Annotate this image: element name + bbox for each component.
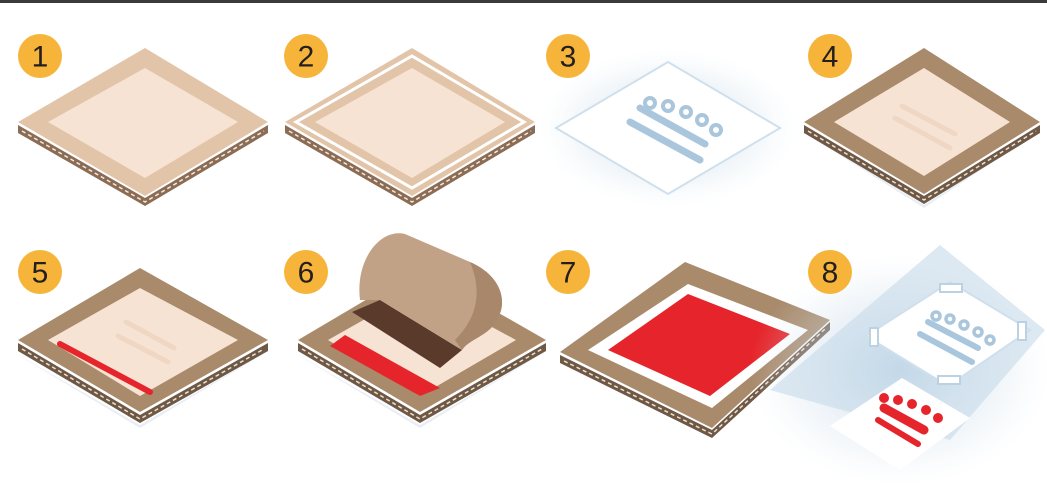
step-3: 3 [540,34,796,206]
step-2: 2 [284,34,535,206]
step-number: 6 [298,257,315,290]
step-number: 8 [822,257,839,290]
step-number: 4 [822,41,839,74]
step-5: 5 [6,250,270,428]
step-6: 6 [284,233,548,428]
step-8: 8 [750,245,1047,485]
step-number: 2 [298,41,315,74]
step-number: 5 [32,257,49,290]
step-number: 7 [560,257,577,290]
step-1: 1 [18,34,268,206]
step-4: 4 [800,34,1040,208]
step-number: 3 [560,41,577,74]
step-number: 1 [32,41,49,74]
